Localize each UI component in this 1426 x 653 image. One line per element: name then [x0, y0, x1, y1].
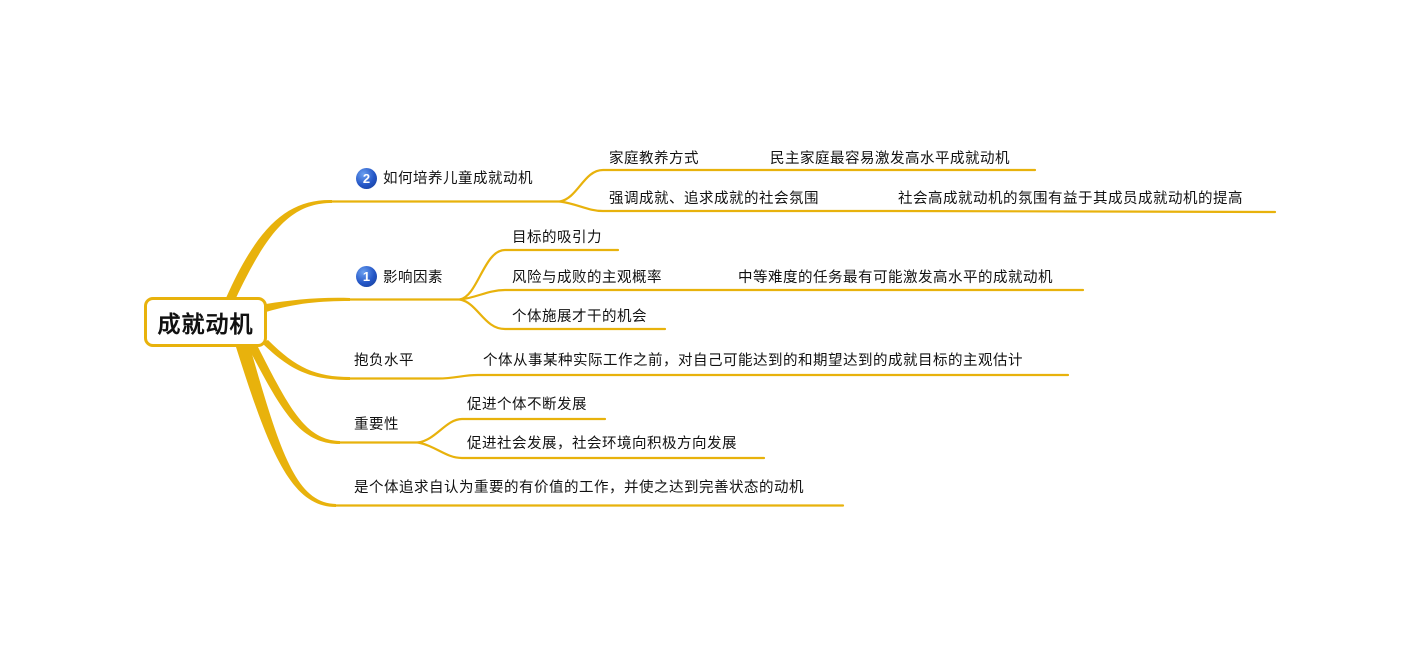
priority-2-icon: 2	[356, 168, 377, 189]
topic-opportunity[interactable]: 个体施展才干的机会	[512, 309, 647, 325]
topic-risk-probability[interactable]: 风险与成败的主观概率	[512, 270, 662, 286]
topic-family-parenting[interactable]: 家庭教养方式	[609, 151, 699, 167]
branch-link-importance	[248, 347, 340, 444]
topic-aspiration-detail[interactable]: 个体从事某种实际工作之前，对自己可能达到的和期望达到的成就目标的主观估计	[483, 353, 1023, 369]
topic-social-atmosphere[interactable]: 强调成就、追求成就的社会氛围	[609, 191, 819, 207]
branch-link-definition	[236, 347, 336, 507]
link-society	[416, 441, 766, 460]
link-social	[558, 200, 1277, 214]
topic-definition[interactable]: 是个体追求自认为重要的有价值的工作，并使之达到完善状态的动机	[354, 480, 804, 496]
topic-aspiration-level[interactable]: 抱负水平	[354, 353, 414, 369]
topic-risk-detail[interactable]: 中等难度的任务最有可能激发高水平的成就动机	[738, 270, 1053, 286]
topic-how-to-foster[interactable]: 如何培养儿童成就动机	[383, 171, 533, 187]
priority-1-icon: 1	[356, 266, 377, 287]
underline-aspiration	[348, 373, 1070, 380]
link-family	[558, 168, 1037, 203]
branch-link-factors	[266, 297, 350, 312]
branch-link-aspiration	[262, 340, 350, 380]
topic-individual-development[interactable]: 促进个体不断发展	[467, 397, 587, 413]
topic-social-development[interactable]: 促进社会发展，社会环境向积极方向发展	[467, 436, 737, 452]
link-goal	[458, 248, 620, 301]
branch-link-how	[226, 199, 332, 298]
topic-importance[interactable]: 重要性	[354, 417, 399, 433]
topic-goal-attraction[interactable]: 目标的吸引力	[512, 230, 602, 246]
topic-family-detail[interactable]: 民主家庭最容易激发高水平成就动机	[770, 151, 1010, 167]
topic-influencing-factors[interactable]: 影响因素	[383, 270, 443, 286]
topic-social-detail[interactable]: 社会高成就动机的氛围有益于其成员成就动机的提高	[898, 191, 1243, 207]
link-individual	[416, 417, 607, 444]
central-topic[interactable]: 成就动机	[144, 297, 267, 347]
link-risk	[458, 288, 1085, 301]
link-opportunity	[458, 298, 667, 331]
